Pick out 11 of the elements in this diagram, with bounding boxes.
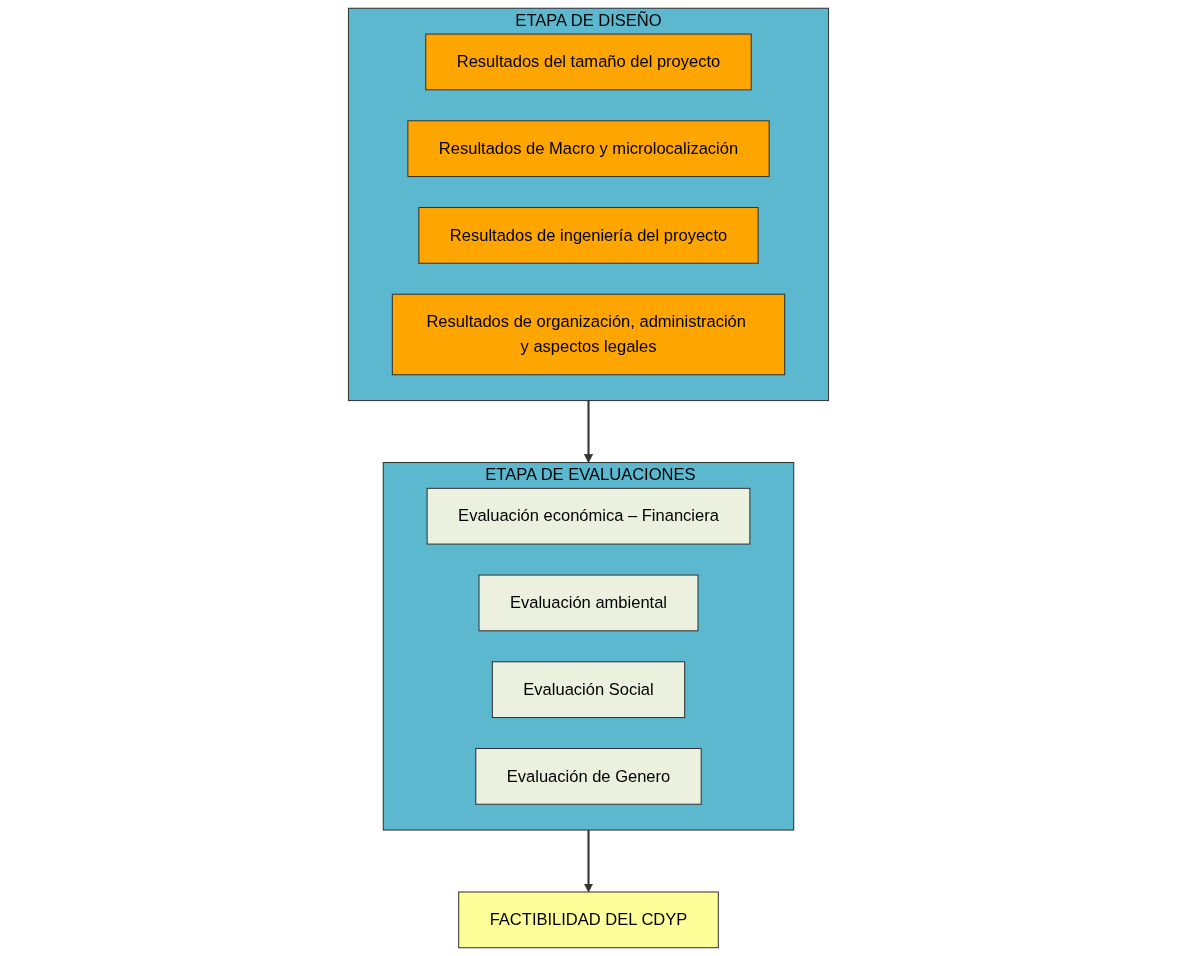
node-box: Resultados de organización, administración y aspectos legales — [391, 293, 786, 376]
node-box: Evaluación de Genero — [475, 747, 702, 805]
node-box: Resultados de Macro y microlocalización — [407, 120, 770, 178]
arrow — [583, 400, 594, 463]
node-box: Resultados de ingeniería del proyecto — [418, 207, 759, 264]
node-box: Resultados del tamaño del proyecto — [425, 33, 752, 91]
node-box: FACTIBILIDAD DEL CDYP — [458, 891, 719, 949]
node-box: Evaluación económica – Financiera — [426, 487, 751, 545]
arrow — [583, 830, 594, 893]
node-box: Evaluación Social — [491, 661, 686, 719]
node-box: Evaluación ambiental — [478, 574, 699, 632]
